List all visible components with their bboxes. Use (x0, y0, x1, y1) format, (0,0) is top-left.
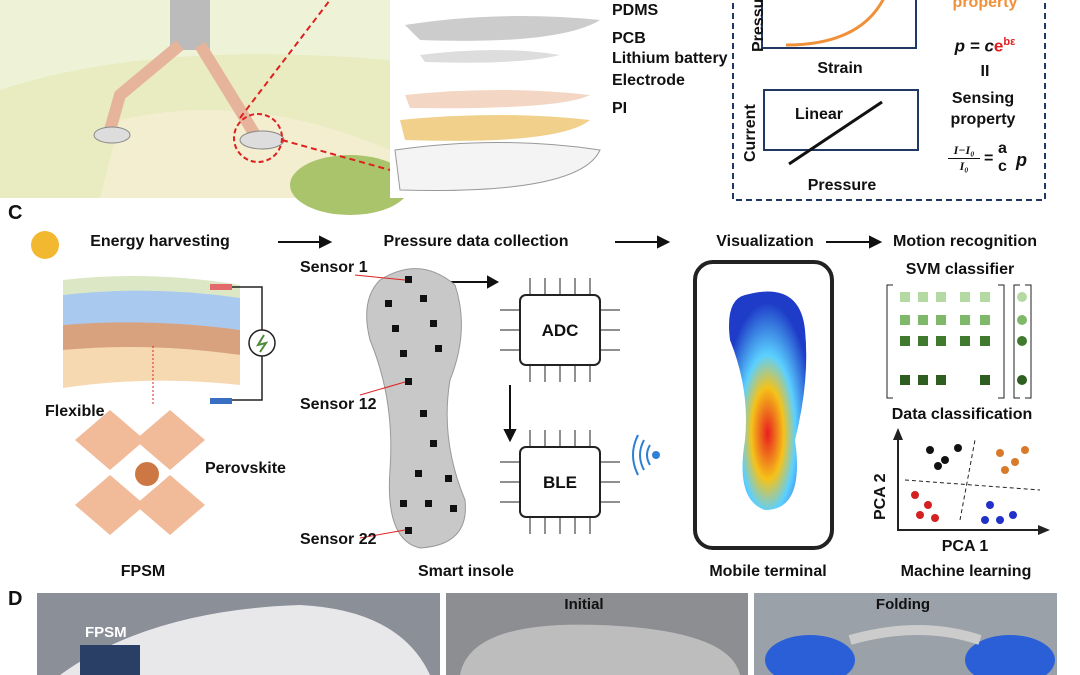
sensor-leaders (354, 274, 406, 539)
ble-label: BLE (543, 473, 577, 492)
layer-label: PI (612, 100, 628, 117)
property-top: property (952, 0, 1018, 11)
sensing-label: Sensing (951, 90, 1015, 107)
exponential-curve (785, 0, 885, 47)
mechanism-box (732, 0, 1046, 201)
layer-label: Electrode (612, 72, 685, 89)
caption: FPSM (120, 563, 166, 580)
exploded-insole (390, 0, 720, 198)
strain-plot-frame (761, 0, 917, 49)
pressure-label: Pressure (807, 177, 877, 194)
photo-label: FPSM (85, 624, 127, 641)
solar-cell-diagram (63, 276, 276, 405)
adc-label: ADC (541, 321, 579, 340)
eq2-rhs-den: c (998, 158, 1007, 175)
data-classification-label: Data classification (891, 406, 1033, 423)
current-axis-label: Current (742, 104, 759, 162)
panel-label-d: D (8, 588, 23, 610)
perovskite-structure (75, 410, 205, 535)
equation-1: p = cebε (955, 36, 1016, 57)
pca-plot (893, 428, 1050, 535)
wireless-icon (632, 434, 660, 476)
linear-line (788, 100, 883, 166)
step-title: Motion recognition (893, 233, 1037, 250)
layer-label: PCB (612, 30, 646, 47)
linear-label: Linear (795, 106, 844, 123)
pca2-label: PCA 2 (872, 473, 889, 520)
property-label: property (950, 111, 1016, 128)
caption: Machine learning (900, 563, 1032, 580)
eq1-sup: bε (1003, 36, 1016, 48)
strain-label: Strain (817, 60, 863, 77)
eq1-left: p = c (954, 36, 994, 56)
caption: Mobile terminal (709, 563, 827, 580)
caption: Smart insole (417, 563, 515, 580)
step-title: Visualization (716, 233, 814, 250)
sun-icon (31, 231, 59, 259)
eq2-rhs-num: a (998, 140, 1007, 157)
svm-matrix (886, 284, 1032, 399)
perovskite-label: Perovskite (205, 460, 286, 477)
runner-illustration (0, 0, 410, 215)
smart-insole-outline (366, 268, 466, 549)
photo-label: Initial (564, 596, 604, 613)
step-title: Pressure data collection (383, 233, 569, 250)
panel-label-c: C (8, 202, 23, 224)
photo-label: Folding (875, 596, 931, 613)
eq2-num: I−I₀ (948, 143, 980, 159)
pressure-axis-label: Pressure (750, 0, 767, 52)
step-title: Energy harvesting (90, 233, 230, 250)
sensor-label: Sensor 12 (300, 396, 377, 413)
sensor-dots (385, 276, 457, 534)
eq1-exp: e (993, 36, 1004, 56)
equivalence: II (980, 63, 990, 80)
eq2-den: I₀ (959, 159, 969, 173)
flexible-label: Flexible (45, 403, 105, 420)
layer-label: PDMS (612, 2, 659, 19)
sensor-label: Sensor 22 (300, 531, 377, 548)
eq2-p: p (1016, 150, 1027, 170)
pca1-label: PCA 1 (941, 538, 989, 555)
layer-label: Lithium battery (612, 50, 728, 67)
pressure-heatmap (729, 291, 807, 510)
flow-arrows (278, 235, 883, 443)
sensor-label: Sensor 1 (300, 259, 368, 276)
chip-pins (500, 278, 620, 534)
svm-label: SVM classifier (905, 261, 1015, 278)
current-plot-frame (763, 89, 919, 151)
